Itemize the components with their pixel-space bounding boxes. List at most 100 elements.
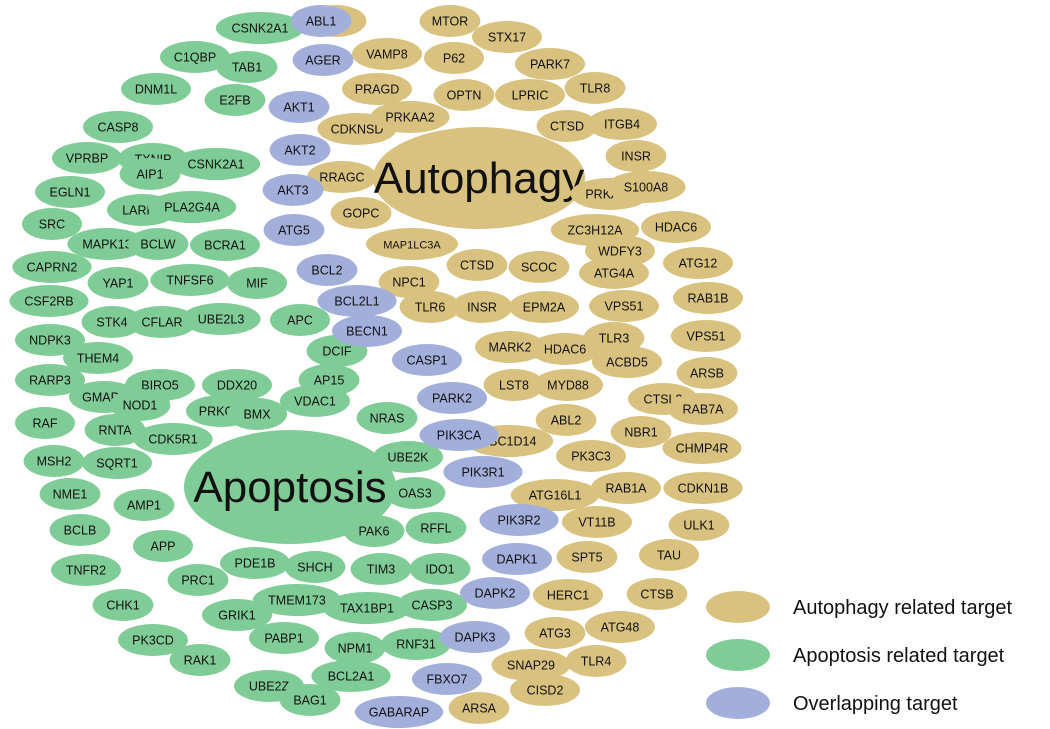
apoptosis-node-shape	[190, 229, 260, 261]
apoptosis-node-shape	[87, 267, 149, 299]
node-label: MYD88	[547, 379, 589, 393]
apoptosis-node-shape	[252, 584, 342, 616]
node-label: INSR	[467, 301, 497, 315]
node-label: CASP1	[407, 354, 448, 368]
autophagy-node-shape	[587, 108, 657, 140]
overlap-node-shape	[296, 254, 358, 286]
node-spt5: SPT5	[556, 541, 618, 573]
node-label: PDE1B	[235, 557, 276, 571]
node-label: EGLN1	[50, 186, 91, 200]
node-ctsb: CTSB	[626, 578, 688, 610]
node-label: VPS51	[605, 300, 644, 314]
autophagy-node-shape	[641, 211, 711, 243]
apoptosis-node-shape	[82, 447, 152, 479]
hub-apoptosis-shape	[184, 430, 396, 544]
node-casp8: CASP8	[83, 111, 153, 143]
node-label: PLA2G4A	[164, 201, 220, 215]
node-label: OAS3	[398, 487, 431, 501]
apoptosis-node-shape	[215, 12, 305, 44]
autophagy-node-shape	[524, 617, 586, 649]
node-pik3r2: PIK3R2	[479, 504, 559, 536]
overlap-node-shape	[354, 696, 444, 728]
node-ndpk3: NDPK3	[15, 324, 85, 356]
node-akt3: AKT3	[262, 174, 324, 206]
autophagy-node-shape	[533, 369, 603, 401]
legend-item-apoptosis: Apoptosis related target	[706, 639, 1005, 671]
node-msh2: MSH2	[23, 445, 85, 477]
node-arsa: ARSA	[448, 692, 510, 724]
node-park2: PARK2	[417, 382, 487, 414]
node-label: VPS51	[687, 330, 726, 344]
node-label: SQRT1	[96, 457, 137, 471]
node-label: BCLW	[140, 238, 175, 252]
autophagy-node-shape	[533, 579, 603, 611]
node-chmp4r: CHMP4R	[662, 432, 742, 464]
node-label: AMP1	[127, 499, 161, 513]
node-label: LPRIC	[512, 89, 549, 103]
node-label: ABL2	[551, 414, 582, 428]
node-csnk2a1: CSNK2A1	[171, 148, 261, 180]
node-label: ATG12	[679, 257, 718, 271]
legend-swatch-autophagy	[706, 591, 770, 623]
autophagy-node-shape	[535, 404, 597, 436]
node-insr: INSR	[605, 140, 667, 172]
node-mark2: MARK2	[475, 331, 545, 363]
node-label: TLR8	[580, 82, 611, 96]
node-label: THEM4	[77, 352, 119, 366]
apoptosis-node-shape	[9, 285, 89, 317]
node-stx17: STX17	[472, 21, 542, 53]
node-dapk1: DAPK1	[482, 543, 552, 575]
apoptosis-node-shape	[343, 515, 405, 547]
apoptosis-node-shape	[169, 644, 231, 676]
node-label: PIK3R2	[497, 514, 540, 528]
node-rffl: RFFL	[405, 512, 467, 544]
node-label: TAB1	[232, 61, 262, 75]
overlap-node-shape	[262, 174, 324, 206]
node-label: PABP1	[264, 632, 303, 646]
node-pk3cd: PK3CD	[118, 624, 188, 656]
node-label: MSH2	[37, 455, 72, 469]
apoptosis-node-shape	[270, 304, 330, 336]
autophagy-node-shape	[591, 472, 661, 504]
node-label: PRC1	[181, 574, 214, 588]
node-label: FBXO7	[427, 673, 468, 687]
node-label: PRAGD	[355, 83, 399, 97]
hub-apoptosis-label: Apoptosis	[193, 463, 386, 512]
overlap-node-shape	[317, 285, 397, 317]
node-tlr4: TLR4	[565, 645, 627, 677]
overlap-node-shape	[440, 621, 510, 653]
autophagy-node-shape	[668, 509, 730, 541]
node-label: BIRO5	[141, 379, 179, 393]
node-label: AGER	[305, 54, 340, 68]
apoptosis-node-shape	[220, 547, 290, 579]
apoptosis-node-shape	[147, 191, 237, 223]
node-label: CSNK2A1	[188, 158, 245, 172]
node-them4: THEM4	[63, 342, 133, 374]
apoptosis-node-shape	[356, 402, 418, 434]
node-apc: APC	[270, 304, 330, 336]
node-label: BCL2A1	[328, 670, 375, 684]
node-becn1: BECN1	[332, 315, 402, 347]
node-tnfr2: TNFR2	[51, 554, 121, 586]
apoptosis-node-shape	[409, 553, 471, 585]
node-label: CSNK2A1	[232, 22, 289, 36]
apoptosis-node-shape	[397, 589, 467, 621]
node-atg3: ATG3	[524, 617, 586, 649]
node-layer: KAT8MTORSTX17VAMP8P62PARK7PRAGDOPTNLPRIC…	[9, 5, 743, 728]
node-label: BCRA1	[204, 239, 246, 253]
node-label: RARP3	[29, 374, 71, 388]
autophagy-node-shape	[663, 472, 743, 504]
autophagy-node-shape	[399, 291, 461, 323]
node-label: CDK5R1	[148, 433, 197, 447]
apoptosis-node-shape	[22, 208, 82, 240]
node-npm1: NPM1	[324, 632, 386, 664]
autophagy-node-shape	[352, 38, 422, 70]
node-park7: PARK7	[515, 48, 585, 80]
node-amp1: AMP1	[113, 489, 175, 521]
node-label: TLR3	[599, 332, 630, 346]
apoptosis-node-shape	[127, 228, 189, 260]
node-label: RAB1A	[606, 482, 648, 496]
apoptosis-node-shape	[227, 267, 287, 299]
node-herc1: HERC1	[533, 579, 603, 611]
